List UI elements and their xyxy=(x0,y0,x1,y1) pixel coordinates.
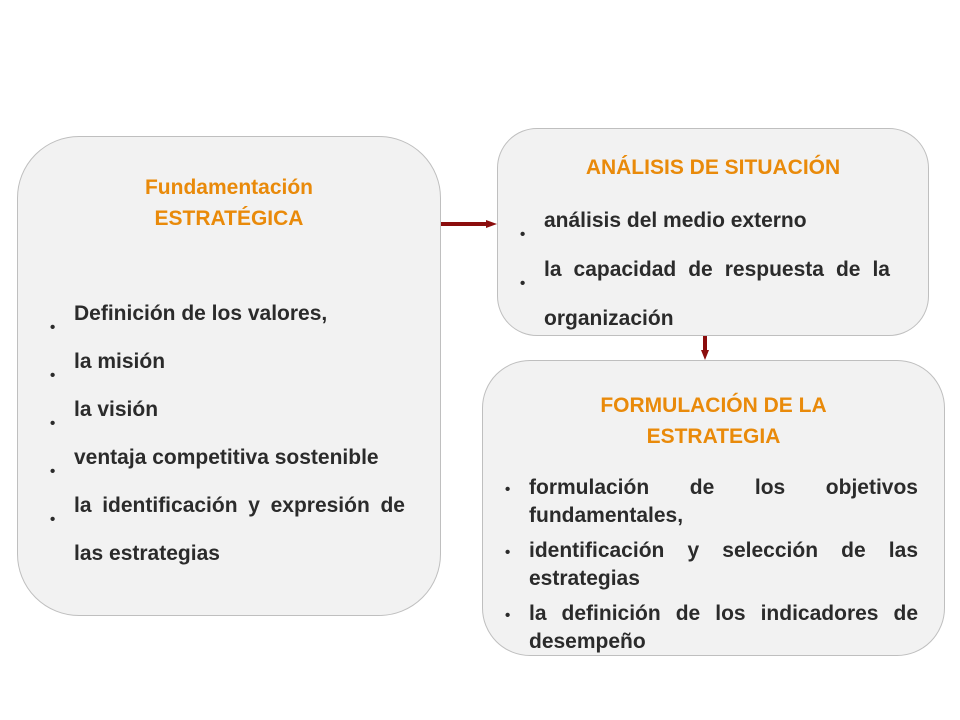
list-item: • la visión xyxy=(50,386,405,434)
analisis-list: • análisis del medio externo • la capacida… xyxy=(520,196,890,343)
formulacion-box xyxy=(482,360,945,656)
fundamentacion-title: Fundamentación ESTRATÉGICA xyxy=(17,172,441,234)
list-item: • la capacidad de respuesta de la organiz… xyxy=(520,245,890,343)
item-text: la definición de los indicadores de dese… xyxy=(529,602,918,653)
bullet-icon: • xyxy=(505,544,511,561)
item-text: formulación de los objetivos fundamental… xyxy=(529,476,918,527)
bullet-icon: • xyxy=(520,226,526,243)
list-item: • análisis del medio externo xyxy=(520,196,890,245)
item-text: la misión xyxy=(74,350,166,373)
formulacion-list: • formulación de los objetivos fundamenta… xyxy=(505,474,918,663)
analisis-box xyxy=(497,128,929,336)
formulacion-title: FORMULACIÓN DE LA ESTRATEGIA xyxy=(482,390,945,452)
bullet-icon: • xyxy=(505,607,511,624)
list-item: • la definición de los indicadores de des… xyxy=(505,600,918,656)
item-text: ventaja competitiva sostenible xyxy=(74,446,379,469)
bullet-icon: • xyxy=(50,511,56,528)
list-item: • identificación y selección de las estra… xyxy=(505,537,918,593)
list-item: • formulación de los objetivos fundamenta… xyxy=(505,474,918,530)
list-item: • ventaja competitiva sostenible xyxy=(50,434,405,482)
item-text: identificación y selección de las estrat… xyxy=(529,539,918,590)
arrow-down-icon xyxy=(701,336,709,360)
bullet-icon: • xyxy=(505,481,511,498)
item-text: la visión xyxy=(74,398,159,421)
item-text: la capacidad de respuesta de la organiza… xyxy=(544,258,890,330)
fundamentacion-title-line2: ESTRATÉGICA xyxy=(154,207,304,230)
formulacion-title-line2: ESTRATEGIA xyxy=(646,425,781,448)
bullet-icon: • xyxy=(50,415,56,432)
formulacion-title-line1: FORMULACIÓN DE LA xyxy=(600,394,827,417)
bullet-icon: • xyxy=(520,275,526,292)
bullet-icon: • xyxy=(50,319,56,336)
bullet-icon: • xyxy=(50,463,56,480)
list-item: • la misión xyxy=(50,338,405,386)
list-item: • Definición de los valores, xyxy=(50,290,405,338)
arrow-right-icon xyxy=(441,220,497,228)
bullet-icon: • xyxy=(50,367,56,384)
item-text: Definición de los valores, xyxy=(74,302,328,325)
analisis-title: ANÁLISIS DE SITUACIÓN xyxy=(585,156,841,179)
item-text: la identificación y expresión de las est… xyxy=(74,494,405,565)
list-item: • la identificación y expresión de las es… xyxy=(50,482,405,578)
fundamentacion-list: • Definición de los valores, • la misión •… xyxy=(50,290,405,578)
fundamentacion-box xyxy=(17,136,441,616)
item-text: análisis del medio externo xyxy=(544,209,807,232)
fundamentacion-title-line1: Fundamentación xyxy=(144,176,313,199)
